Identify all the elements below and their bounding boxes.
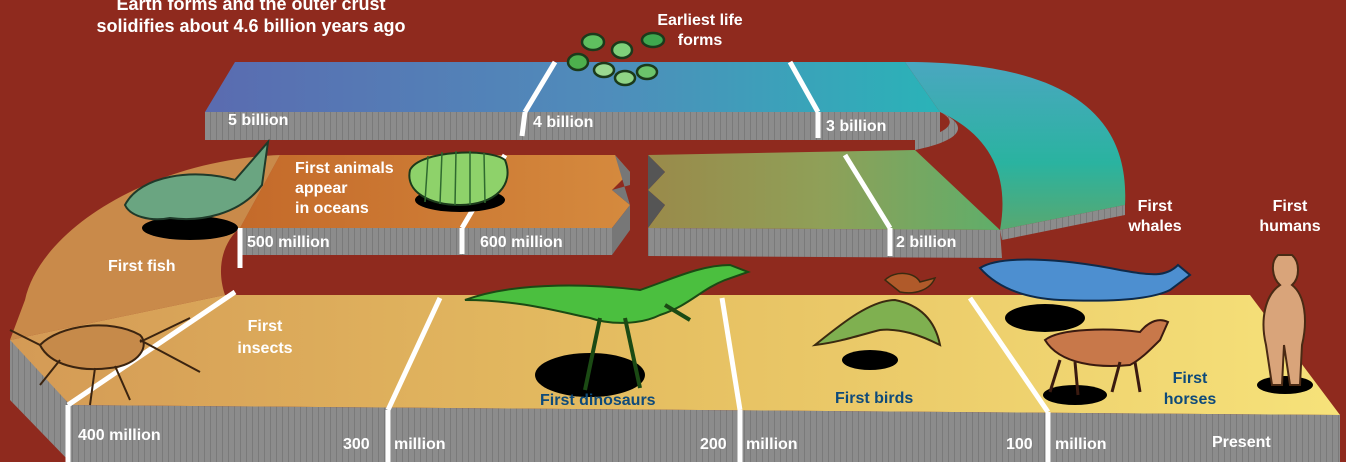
marker-600-million: 600 million bbox=[480, 234, 563, 252]
marker-present: Present bbox=[1212, 434, 1271, 452]
label-earliest-life-2: forms bbox=[640, 32, 760, 50]
label-first-insects-2: insects bbox=[225, 340, 305, 358]
label-first-horses-2: horses bbox=[1155, 391, 1225, 409]
marker-3-billion: 3 billion bbox=[826, 118, 886, 136]
marker-400-million: 400 million bbox=[78, 427, 161, 445]
label-earliest-life-1: Earliest life bbox=[640, 12, 760, 30]
first-animal-illustration bbox=[409, 151, 507, 212]
label-first-insects-1: First bbox=[225, 318, 305, 336]
marker-500-million: 500 million bbox=[247, 234, 330, 252]
label-first-fish: First fish bbox=[108, 258, 176, 276]
label-first-humans-1: First bbox=[1250, 198, 1330, 216]
marker-100-million: million bbox=[1055, 436, 1107, 454]
label-first-whales-2: whales bbox=[1120, 218, 1190, 236]
marker-5-billion: 5 billion bbox=[228, 112, 288, 130]
marker-300-million: million bbox=[394, 436, 446, 454]
header-line2: solidifies about 4.6 billion years ago bbox=[36, 16, 466, 37]
label-first-horses-1: First bbox=[1155, 370, 1225, 388]
label-first-animals-1: First animals bbox=[295, 160, 394, 178]
marker-4-billion: 4 billion bbox=[533, 114, 593, 132]
label-first-animals-2: appear bbox=[295, 180, 347, 198]
mid-band-surface bbox=[648, 150, 1000, 230]
marker-200: 200 bbox=[700, 436, 727, 454]
label-first-whales-1: First bbox=[1120, 198, 1190, 216]
marker-200-million: million bbox=[746, 436, 798, 454]
marker-300: 300 bbox=[343, 436, 370, 454]
header-line1: Earth forms and the outer crust bbox=[36, 0, 466, 15]
label-first-birds: First birds bbox=[835, 390, 913, 408]
label-first-animals-3: in oceans bbox=[295, 200, 369, 218]
label-first-dinosaurs: First dinosaurs bbox=[540, 392, 656, 410]
marker-2-billion: 2 billion bbox=[896, 234, 956, 252]
marker-100: 100 bbox=[1006, 436, 1033, 454]
label-first-humans-2: humans bbox=[1250, 218, 1330, 236]
